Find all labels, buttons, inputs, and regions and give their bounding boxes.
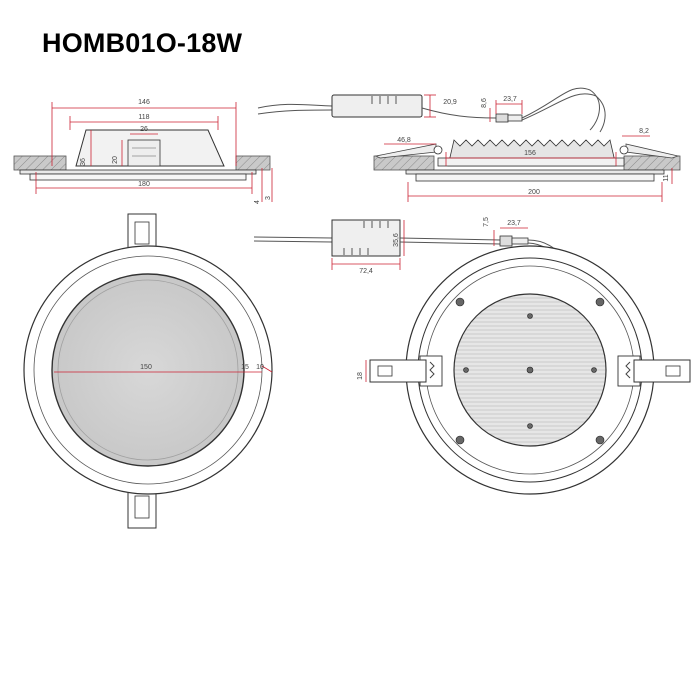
dimension-lines-left — [35, 102, 273, 202]
back-clip-right — [633, 359, 691, 383]
driver-side-view: 20,9 8,6 23,7 — [257, 87, 606, 133]
dim-left-offset: 46,8 — [397, 137, 411, 144]
output-cable — [421, 107, 497, 119]
front-view: 150 15 10 — [23, 213, 273, 529]
dim-clip-thk: 8,2 — [639, 128, 649, 135]
dim-driver-height-top: 20,9 — [443, 99, 457, 106]
light-panel — [51, 273, 245, 467]
dim-cable-height-b: 7,5 — [483, 217, 490, 227]
dim-connector-top: 23,7 — [503, 96, 517, 103]
driver-box — [127, 139, 161, 167]
dim-ring1: 15 — [241, 364, 249, 371]
dim-diameter: 150 — [140, 364, 152, 371]
dim-bottom-width: 180 — [138, 181, 150, 188]
ceiling-slab-left-r — [373, 155, 435, 171]
back-view: 18 — [357, 245, 691, 495]
glass-plate-r — [405, 169, 665, 175]
glass-plate — [19, 169, 257, 175]
connector-b — [499, 235, 513, 247]
output-cable-b — [399, 237, 501, 241]
dim-driver-width: 26 — [140, 126, 148, 133]
dim-cut-width: 156 — [524, 150, 536, 157]
side-view-left: 146 118 26 36 20 180 4 3 — [13, 99, 273, 204]
dim-height: 36 — [80, 158, 87, 166]
dim-inner-width: 118 — [138, 114, 149, 121]
dim-connector-b: 23,7 — [507, 220, 521, 227]
dim-driver-length: 72,4 — [359, 268, 373, 275]
connector — [495, 113, 509, 123]
dim-rim-thk: 3 — [265, 196, 272, 200]
dim-glass-thk: 4 — [254, 200, 261, 204]
dim-clip-height: 18 — [357, 372, 364, 380]
dim-cable-height-top: 8,6 — [481, 98, 488, 108]
dim-ring2: 10 — [256, 364, 264, 371]
ceiling-slab-left — [13, 155, 67, 171]
dim-driver-height: 20 — [112, 156, 119, 164]
glass-rim — [29, 173, 247, 181]
input-cable-b — [253, 236, 333, 239]
input-cable — [257, 103, 333, 109]
ceiling-slab-right — [235, 155, 271, 171]
side-view-right: 46,8 156 8,2 200 11 — [373, 128, 681, 202]
dim-driver-height-b: 35,6 — [393, 233, 400, 247]
product-title: HOMB01O-18W — [42, 28, 243, 58]
driver-body — [331, 94, 423, 118]
back-clip-left — [369, 359, 427, 383]
screws — [455, 297, 605, 445]
dim-top-width: 146 — [138, 99, 150, 106]
dim-total-width: 200 — [528, 189, 540, 196]
driver-body-b — [331, 219, 401, 257]
dim-glass-height: 11 — [663, 174, 670, 181]
